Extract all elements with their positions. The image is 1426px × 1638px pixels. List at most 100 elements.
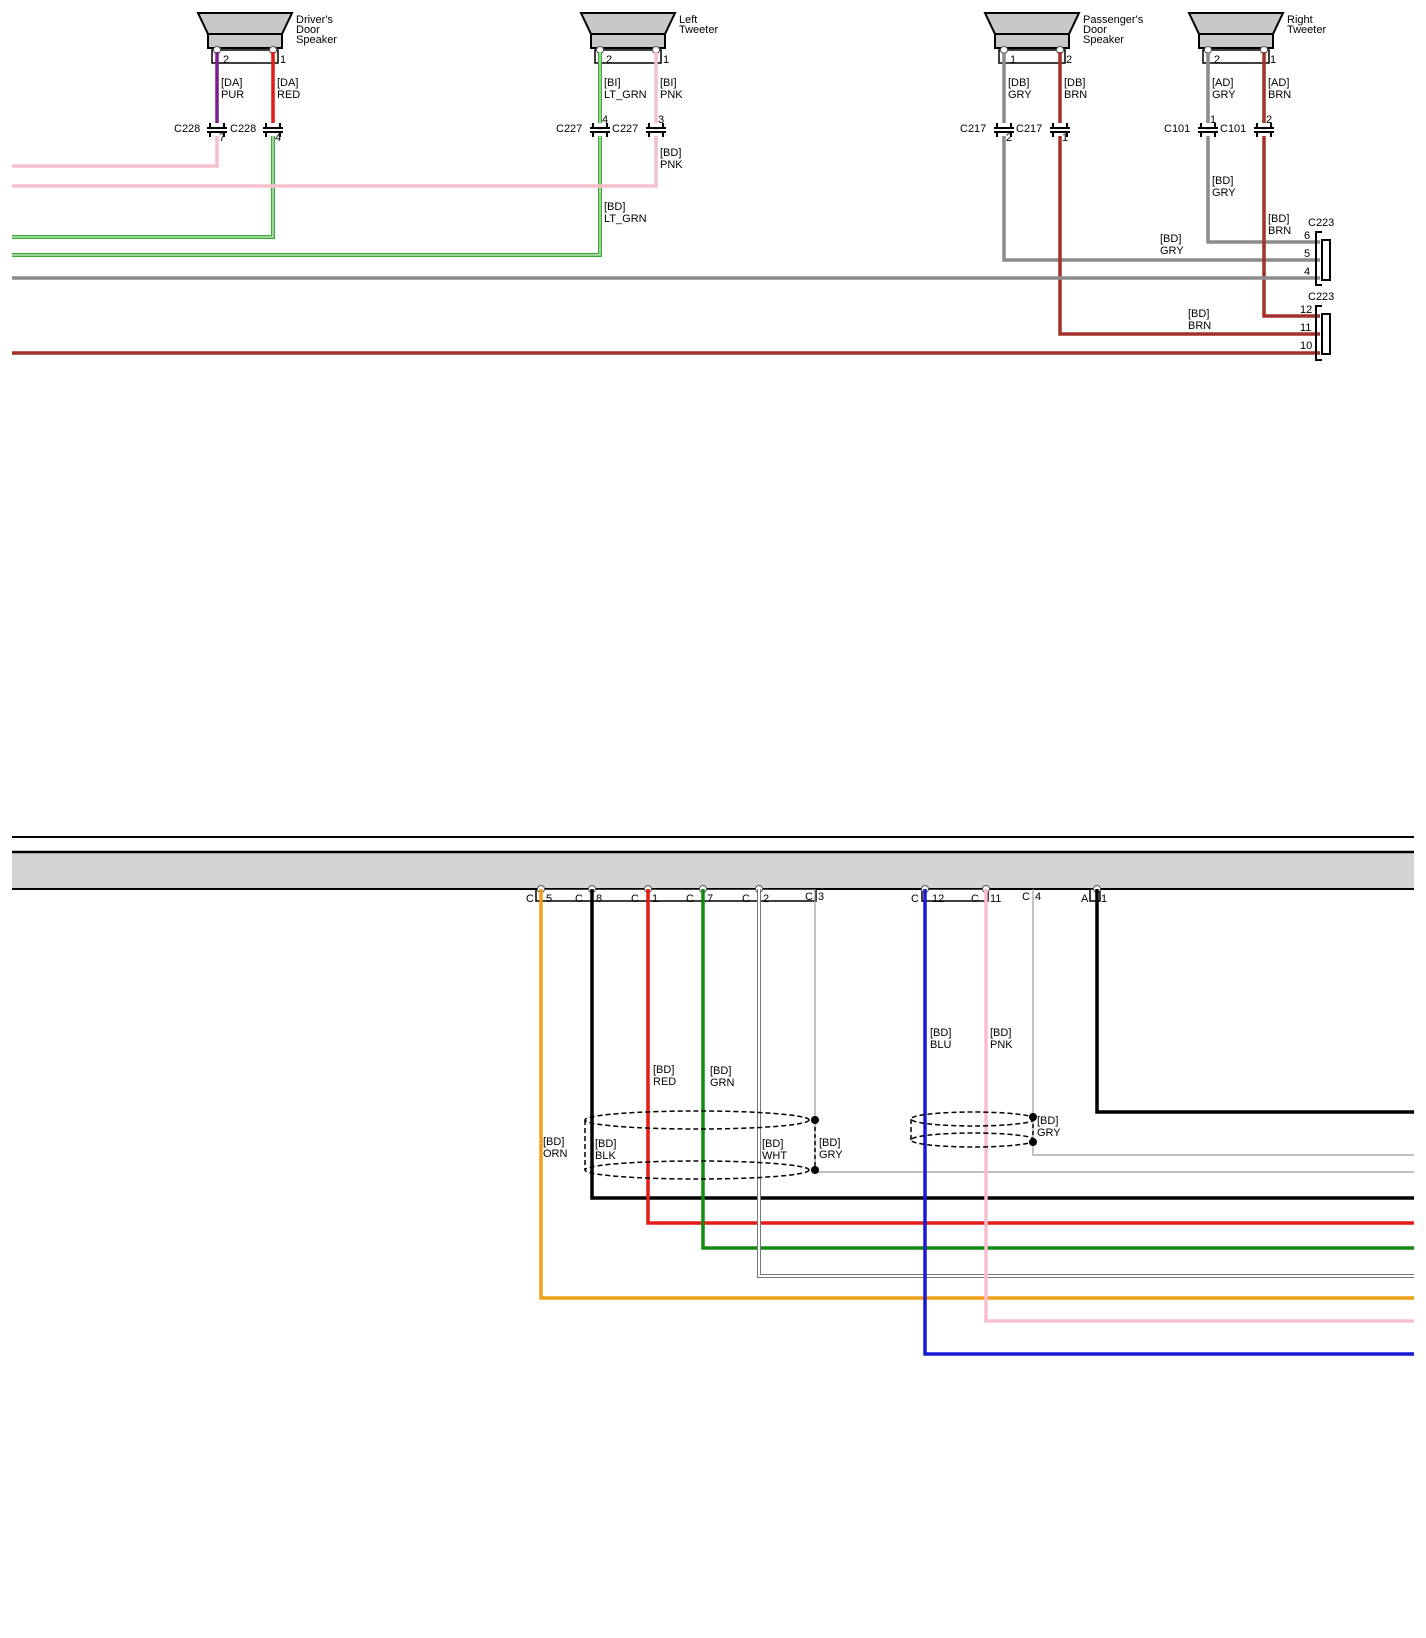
wire-label: GRY bbox=[1160, 245, 1184, 257]
connector-pin: 1 bbox=[1210, 114, 1216, 126]
speaker-pin: 1 bbox=[663, 54, 669, 66]
wire-orange bbox=[539, 889, 1414, 1300]
wire-label: [BD] bbox=[819, 1137, 840, 1149]
connector-pin: 3 bbox=[658, 114, 664, 126]
shield-ellipse bbox=[910, 1111, 1036, 1127]
lower-wire-labels: [BD] ORN [BD] BLK [BD] RED [BD] GRN [BD]… bbox=[543, 1027, 1061, 1162]
connector-c101-left bbox=[1198, 123, 1218, 137]
connector-pin: 5 bbox=[1304, 248, 1310, 260]
connector-pin: 4 bbox=[1304, 266, 1310, 278]
wire-red bbox=[646, 889, 1414, 1225]
wire-label: LT_GRN bbox=[604, 213, 647, 225]
connector-label: C223 bbox=[1308, 217, 1334, 229]
wire-thin-gray bbox=[1032, 889, 1414, 1156]
connector-c217-left bbox=[994, 123, 1014, 137]
module-pin-labels: C 5 C 8 C 1 C 7 C 2 C 3 C 12 C 11 C 4 A … bbox=[526, 891, 1107, 905]
wire-label: GRY bbox=[1212, 89, 1236, 101]
speaker-right-tweeter: 2 1 Right Tweeter bbox=[1187, 12, 1326, 66]
wire-label: BRN bbox=[1268, 89, 1291, 101]
wire-label: ORN bbox=[543, 1148, 568, 1160]
connector-body bbox=[1321, 313, 1331, 355]
connector-label: C223 bbox=[1308, 291, 1334, 303]
shield-ellipse bbox=[584, 1160, 810, 1180]
speaker-connector bbox=[211, 49, 279, 64]
connector-pin: 2 bbox=[1006, 132, 1012, 144]
connector-c101-right bbox=[1254, 123, 1274, 137]
wire-label: BLU bbox=[930, 1039, 951, 1051]
wire-label: [AD] bbox=[1268, 77, 1289, 89]
connector-pin: 10 bbox=[1300, 340, 1312, 352]
connector-pin: 4 bbox=[275, 132, 281, 144]
module-pin-letter: C bbox=[971, 893, 979, 905]
wire-label: [BD] bbox=[762, 1138, 783, 1150]
wire-label: [DB] bbox=[1008, 77, 1029, 89]
module-pin-letter: C bbox=[742, 893, 750, 905]
module-pin-letter: C bbox=[686, 893, 694, 905]
wire-label: RED bbox=[277, 89, 300, 101]
speaker-left-tweeter: 2 1 Left Tweeter bbox=[579, 12, 718, 66]
speaker-icon bbox=[983, 12, 1081, 49]
splice-dot bbox=[1029, 1138, 1037, 1146]
connector-c228-right bbox=[263, 123, 283, 137]
shield-symbols bbox=[584, 1110, 1037, 1180]
wire-label: [BD] bbox=[1160, 233, 1181, 245]
wire-label: [DA] bbox=[221, 77, 242, 89]
connector-c217-right bbox=[1050, 123, 1070, 137]
connector-shell bbox=[1315, 231, 1322, 286]
wire-white bbox=[757, 889, 1414, 1278]
connector-label: C227 bbox=[556, 123, 582, 135]
connector-label: C227 bbox=[612, 123, 638, 135]
connector-c227-left bbox=[590, 123, 610, 137]
wire-label: GRN bbox=[710, 1077, 735, 1089]
connector-label: C101 bbox=[1164, 123, 1190, 135]
shield-ellipse bbox=[910, 1132, 1036, 1148]
speaker-icon bbox=[196, 12, 294, 49]
module-pin-number: 4 bbox=[1035, 891, 1041, 903]
connector-pin: 2 bbox=[1266, 114, 1272, 126]
connector-label: C217 bbox=[1016, 123, 1042, 135]
wire-label: BRN bbox=[1268, 225, 1291, 237]
wire-label: [BD] bbox=[990, 1027, 1011, 1039]
speaker-pin: 1 bbox=[1010, 54, 1016, 66]
speaker-pin: 2 bbox=[1066, 54, 1072, 66]
wire-green bbox=[701, 889, 1414, 1250]
speaker-pin: 2 bbox=[223, 54, 229, 66]
speaker-title-line: Door bbox=[296, 24, 320, 36]
wire-label: [BD] bbox=[1212, 175, 1233, 187]
wire-gray bbox=[1206, 136, 1320, 244]
speaker-title-line: Right bbox=[1287, 14, 1313, 26]
wire-black bbox=[590, 889, 1414, 1200]
wire-label: GRY bbox=[1037, 1127, 1061, 1139]
wire-lt-green-core bbox=[12, 136, 601, 256]
module-pin-number: 12 bbox=[932, 893, 944, 905]
wire-label: [BI] bbox=[604, 77, 621, 89]
wire-pink bbox=[12, 136, 219, 168]
wire-label: PNK bbox=[660, 89, 683, 101]
speaker-title-line: Speaker bbox=[1083, 34, 1124, 46]
wire-label: PNK bbox=[660, 159, 683, 171]
wire-label: PUR bbox=[221, 89, 244, 101]
module-connector-c-right bbox=[921, 888, 989, 902]
connector-pin: 12 bbox=[1300, 304, 1312, 316]
wire-blue bbox=[923, 889, 1414, 1356]
wire-pink bbox=[12, 136, 658, 188]
wire-label: [BD] bbox=[710, 1065, 731, 1077]
module-pin-letter: C bbox=[526, 893, 534, 905]
wire-gray bbox=[1002, 136, 1320, 262]
inline-connector-symbols bbox=[207, 123, 1274, 137]
connector-c227-right bbox=[646, 123, 666, 137]
connector-pin: 6 bbox=[1304, 230, 1310, 242]
module-connector-c-left bbox=[535, 888, 817, 902]
splice-dot bbox=[811, 1166, 819, 1174]
connector-label: C217 bbox=[960, 123, 986, 135]
speaker-title-line: Door bbox=[1083, 24, 1107, 36]
splice-dot bbox=[811, 1116, 819, 1124]
wire-brown bbox=[1058, 136, 1320, 336]
wire-label: [BD] bbox=[595, 1138, 616, 1150]
wire-label: [BD] bbox=[543, 1136, 564, 1148]
wire-label: [DA] bbox=[277, 77, 298, 89]
wire-label: [BD] bbox=[1268, 213, 1289, 225]
splice-dot bbox=[1029, 1113, 1037, 1121]
wire-label: WHT bbox=[762, 1150, 787, 1162]
